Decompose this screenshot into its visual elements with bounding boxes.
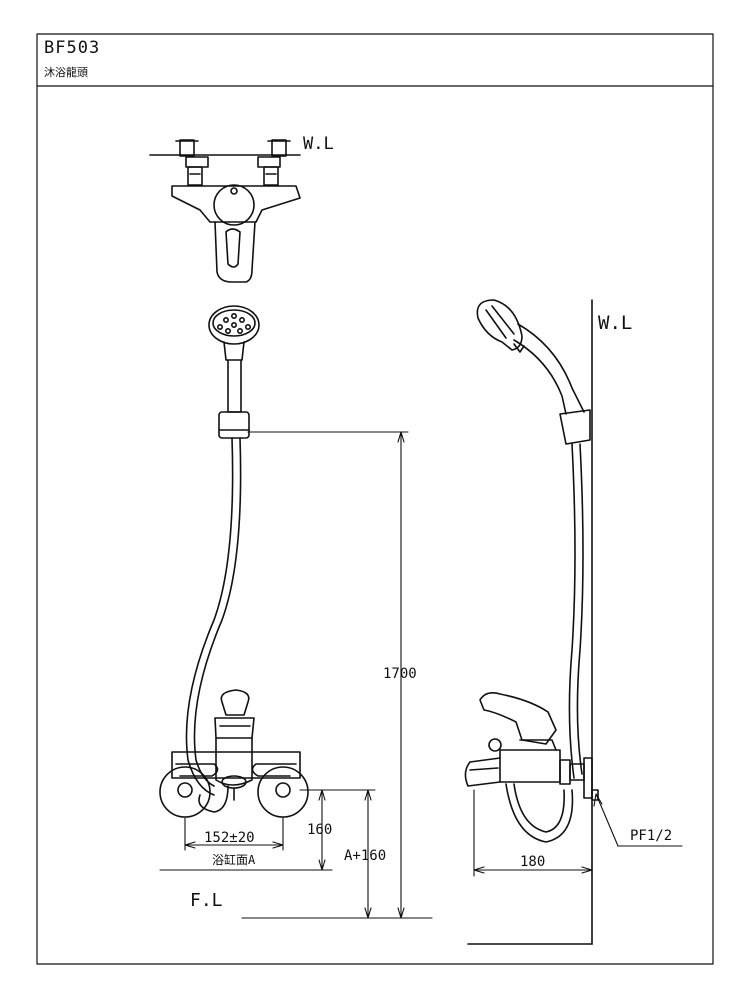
drawing-frame [36, 33, 714, 965]
dim-180-label: 180 [520, 854, 545, 870]
water-level-side-label: W.L [598, 312, 632, 334]
side-view [464, 299, 599, 945]
dim-a160-label: A+160 [344, 848, 386, 864]
dim-1700-label: 1700 [383, 666, 417, 682]
product-name: 沐浴龍頭 [44, 66, 88, 79]
top-view [149, 139, 301, 283]
side-dimensions [473, 789, 683, 877]
front-view [159, 305, 309, 818]
dim-160-label: 160 [307, 822, 332, 838]
front-dimensions [159, 431, 433, 919]
water-level-top-label: W.L [303, 134, 334, 154]
floor-level-label: F.L [190, 890, 223, 911]
dim-152-label: 152±20 [204, 830, 255, 846]
model-code: BF503 [44, 38, 101, 58]
bathtub-face-label: 浴缸面A [212, 852, 256, 867]
pipe-thread-label: PF1/2 [630, 828, 672, 844]
